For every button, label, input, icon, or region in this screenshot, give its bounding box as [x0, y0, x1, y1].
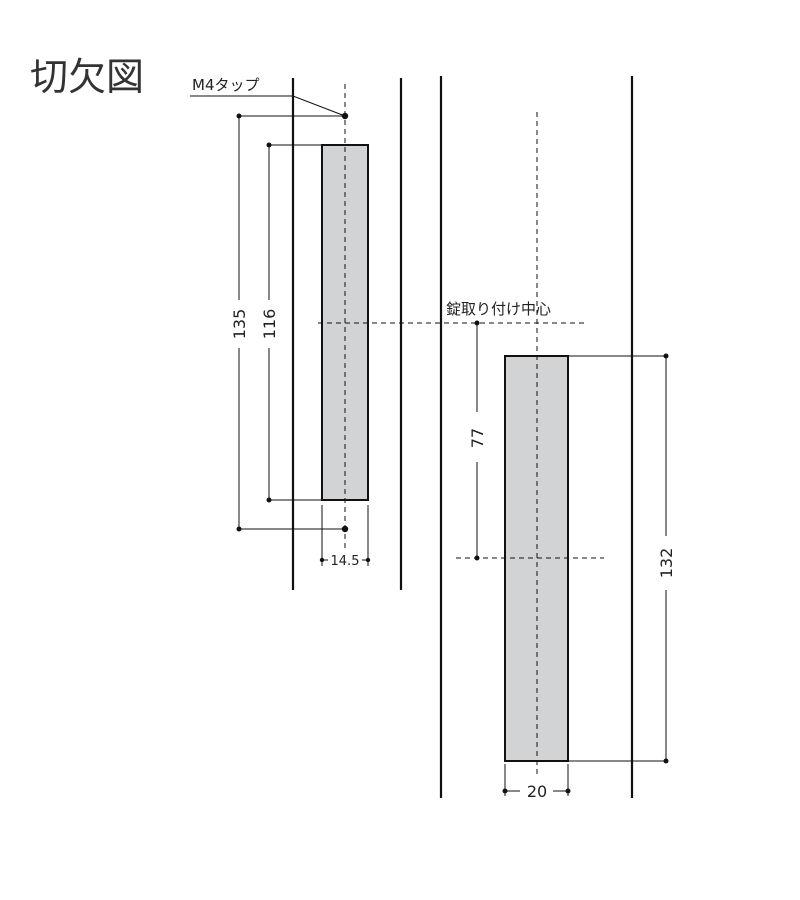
- dim-14_5-value: 14.5: [331, 554, 360, 569]
- dim-20-tick-right: [565, 788, 571, 794]
- dim-77-tick-bottom: [474, 555, 480, 561]
- dim-116-tick-top: [266, 142, 272, 148]
- dim-77-value: 77: [468, 428, 487, 448]
- tap-leader: [190, 95, 346, 117]
- dim-135-tick-bottom: [236, 526, 242, 532]
- drawing-title: 切欠図: [30, 55, 144, 99]
- dim-116-value: 116: [260, 309, 279, 340]
- dim-116-tick-bottom: [266, 497, 272, 503]
- dim-14_5-tick-right: [365, 557, 371, 563]
- lock-center-label: 錠取り付け中心: [446, 300, 551, 318]
- dim-14_5-tick-left: [319, 557, 325, 563]
- dim-135-tick-top: [236, 113, 242, 119]
- dim-20-value: 20: [527, 782, 547, 801]
- dim-132-tick-bottom: [663, 758, 669, 764]
- dim-20-tick-left: [502, 788, 508, 794]
- dim-135-value: 135: [230, 309, 249, 340]
- dim-77-tick-top: [474, 320, 480, 326]
- tap-label: M4タップ: [192, 76, 260, 94]
- dim-132-tick-top: [663, 353, 669, 359]
- dim-132-value: 132: [657, 548, 676, 579]
